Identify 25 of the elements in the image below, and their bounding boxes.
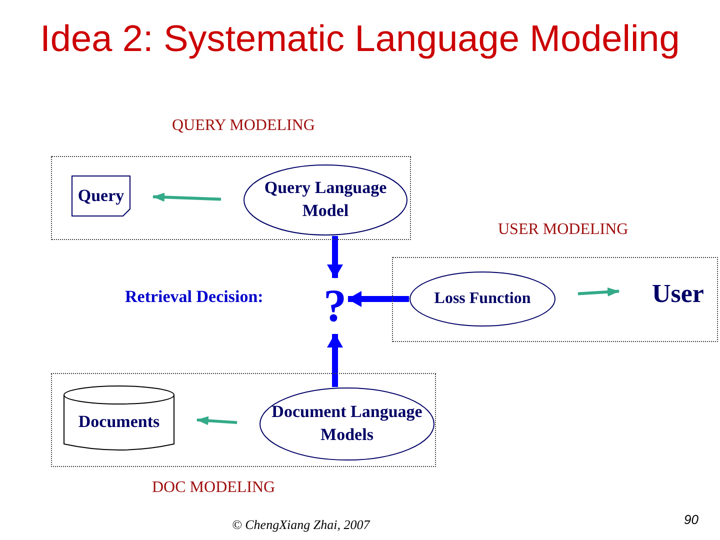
- panel-heading: USER MODELING: [498, 221, 628, 239]
- arrow: [196, 416, 238, 426]
- decision-label: Retrieval Decision:: [125, 287, 264, 307]
- model-ellipse: [243, 164, 408, 236]
- arrow: [348, 291, 409, 307]
- arrow: [327, 334, 343, 387]
- database-cylinder: [63, 385, 175, 452]
- node-label: User: [652, 278, 704, 310]
- node-label: Document Language Models: [270, 401, 424, 446]
- page-number: 90: [684, 512, 698, 527]
- document-shape: [71, 175, 131, 217]
- copyright-note: © ChengXiang Zhai, 2007: [232, 517, 370, 533]
- node-label: Loss Function: [434, 289, 531, 310]
- arrow: [152, 192, 222, 202]
- question-mark: ?: [324, 278, 346, 333]
- arrow: [327, 236, 343, 278]
- model-ellipse: [409, 271, 556, 327]
- slide-title: Idea 2: Systematic Language Modeling: [39, 18, 681, 60]
- panel-heading: QUERY MODELING: [172, 117, 315, 135]
- node-label: Query: [78, 184, 124, 207]
- arrow: [578, 287, 620, 296]
- node-label: Documents: [78, 411, 160, 434]
- node-label: Query Language Model: [263, 177, 388, 222]
- model-ellipse: [259, 387, 435, 461]
- panel-heading: DOC MODELING: [152, 479, 276, 497]
